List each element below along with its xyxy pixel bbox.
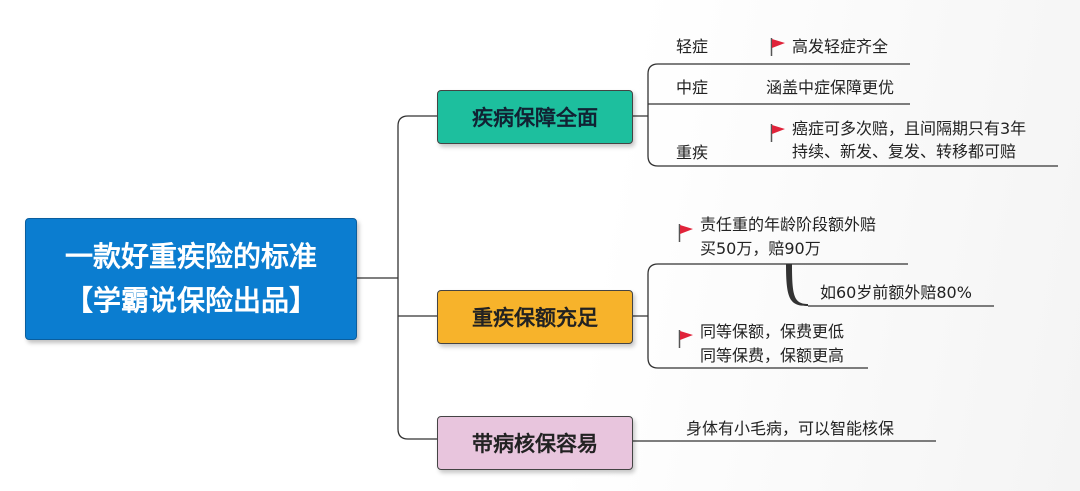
node-extra-payout-line-2[interactable]: 买50万，赔90万 — [700, 239, 821, 258]
topic-underwriting[interactable]: 带病核保容易 — [437, 416, 633, 470]
sub-note-curve — [786, 264, 808, 306]
node-mild-illness[interactable]: 轻症 — [676, 37, 709, 56]
root-subtitle: 【学霸说保险出品】 — [64, 284, 317, 317]
flag-icon — [678, 330, 693, 348]
flag-icon — [678, 224, 693, 242]
node-critical-illness-detail-1[interactable]: 癌症可多次赔，且间隔期只有3年 — [792, 119, 1027, 138]
topic-label: 重疾保额充足 — [472, 306, 598, 330]
node-premium-line-2[interactable]: 同等保费，保额更高 — [700, 346, 845, 365]
flag-icon — [770, 38, 785, 56]
topic-label: 带病核保容易 — [472, 432, 598, 456]
node-critical-illness-detail-2[interactable]: 持续、新发、复发、转移都可赔 — [792, 142, 1017, 161]
root-title: 一款好重疾险的标准 — [64, 240, 317, 273]
node-moderate-illness-detail[interactable]: 涵盖中症保障更优 — [766, 78, 895, 97]
node-moderate-illness[interactable]: 中症 — [676, 78, 709, 97]
flag-icon — [770, 124, 785, 142]
topic-disease-coverage[interactable]: 疾病保障全面 — [437, 90, 633, 144]
main-trunk — [397, 115, 409, 440]
root-node[interactable]: 一款好重疾险的标准 【学霸说保险出品】 — [25, 218, 357, 340]
node-mild-illness-detail[interactable]: 高发轻症齐全 — [792, 37, 889, 56]
node-extra-payout-line-1[interactable]: 责任重的年龄阶段额外赔 — [700, 215, 877, 234]
node-extra-payout-note[interactable]: 如60岁前额外赔80% — [820, 283, 972, 302]
topic-label: 疾病保障全面 — [472, 106, 598, 130]
node-critical-illness[interactable]: 重疾 — [676, 143, 709, 162]
topic2-trunk — [631, 263, 659, 369]
topic1-trunk — [631, 63, 659, 167]
node-premium-line-1[interactable]: 同等保额，保费更低 — [700, 322, 845, 341]
topic-sum-insured[interactable]: 重疾保额充足 — [437, 290, 633, 344]
node-smart-underwriting[interactable]: 身体有小毛病，可以智能核保 — [686, 419, 895, 438]
